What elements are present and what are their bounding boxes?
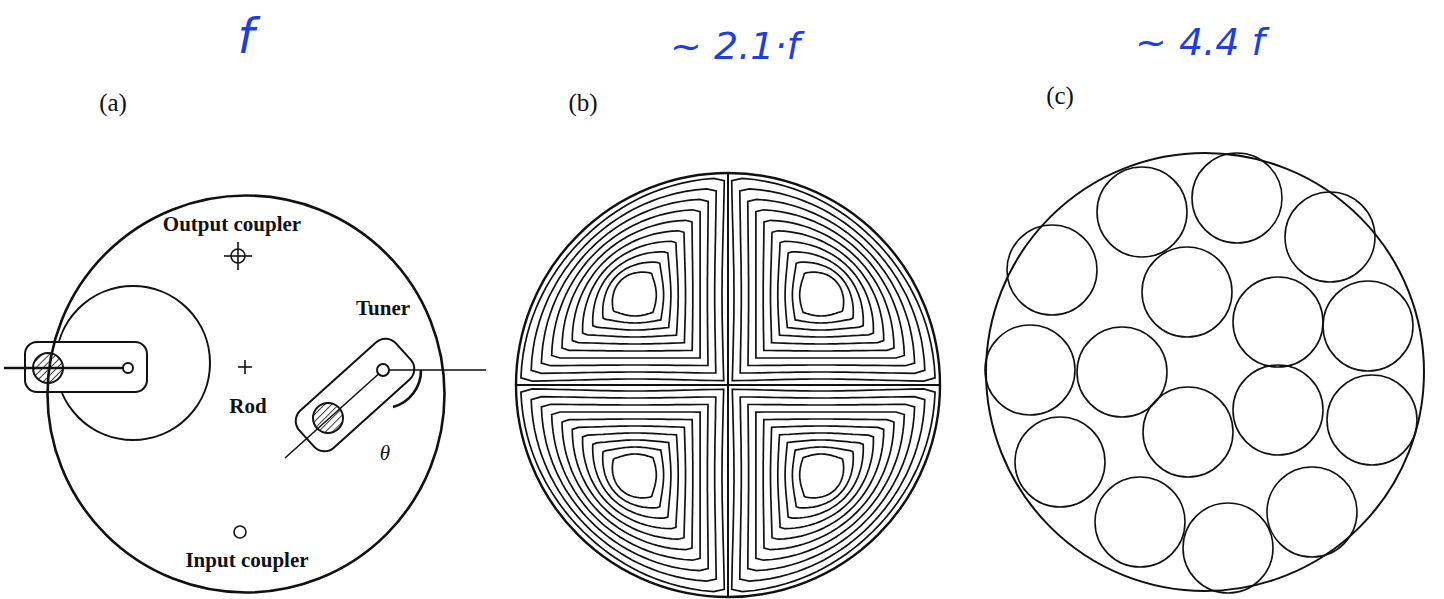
sub-cavity-circle <box>1267 467 1357 557</box>
center-mark <box>238 360 252 374</box>
reference-line <box>383 369 486 371</box>
sub-cavity-circle <box>1233 277 1323 367</box>
panel-label: (c) <box>1046 83 1074 108</box>
part-label: Rod <box>229 396 266 417</box>
field-contour <box>740 189 925 374</box>
field-contour <box>583 433 679 529</box>
frequency-label: ~ 4.4 f <box>1135 23 1265 61</box>
panel-label: (b) <box>568 90 597 115</box>
field-contour <box>531 397 716 582</box>
field-contour <box>541 199 708 365</box>
sub-cavity-circle <box>1143 387 1233 477</box>
field-contour <box>740 397 925 582</box>
cavity-outline <box>46 194 446 594</box>
sub-cavity-circle <box>1183 503 1273 593</box>
sub-cavity-circle <box>985 325 1075 415</box>
field-contour <box>771 231 884 344</box>
frequency-label: f <box>238 12 255 60</box>
field-contour <box>748 199 915 365</box>
sub-cavity-circle <box>1015 417 1105 507</box>
panel-label: (a) <box>99 90 127 115</box>
sub-cavity-circle <box>1095 477 1185 567</box>
sub-cavity-circle <box>1192 153 1282 243</box>
field-contour <box>531 189 716 374</box>
output-coupler-symbol <box>224 242 252 270</box>
bundle-pattern <box>985 153 1424 593</box>
field-contour <box>612 454 656 498</box>
field-contour <box>521 178 724 381</box>
sub-cavity-circle <box>1097 167 1187 257</box>
field-contour <box>785 440 863 518</box>
sub-cavity-circle <box>1233 365 1323 455</box>
field-contour <box>732 389 935 592</box>
field-contour <box>552 210 700 358</box>
sub-cavity-circle <box>1007 225 1097 315</box>
part-label: Tuner <box>356 298 410 319</box>
hatched-tuner <box>313 403 343 433</box>
field-contour <box>583 241 679 337</box>
part-label: Input coupler <box>185 550 308 571</box>
field-contour <box>521 389 724 592</box>
part-label: θ <box>380 443 390 464</box>
field-contour <box>785 252 863 330</box>
field-contour <box>593 440 671 518</box>
tuner-axis <box>285 370 383 458</box>
field-contour <box>800 272 844 316</box>
rod-shaft <box>4 367 128 370</box>
field-contour <box>756 412 904 560</box>
field-contour <box>612 272 656 316</box>
input-coupler-symbol <box>234 526 246 538</box>
field-contour <box>593 252 671 330</box>
rod-pivot <box>123 363 133 373</box>
sub-cavity-circle <box>1142 247 1232 337</box>
field-contour <box>771 426 884 539</box>
sub-cavity-circle <box>1327 375 1417 465</box>
field-contour <box>732 178 935 381</box>
tuner-pivot <box>377 364 389 376</box>
frequency-label: ~ 2.1·f <box>670 27 800 65</box>
part-label: Output coupler <box>163 214 301 235</box>
sub-cavity-circle <box>1323 281 1413 371</box>
sub-cavity-circle <box>1285 192 1375 282</box>
angle-arc <box>393 370 421 407</box>
field-contour <box>778 433 874 529</box>
mode-pattern <box>516 173 940 597</box>
cavity-circle: Output couplerTunerRod θInput coupler <box>46 194 446 594</box>
field-contour <box>800 454 844 498</box>
field-contour <box>572 231 685 344</box>
field-contour <box>541 404 708 570</box>
field-contour <box>748 404 915 570</box>
field-contour <box>552 412 700 560</box>
field-contour <box>778 241 874 337</box>
field-contour <box>756 210 904 358</box>
field-contour <box>572 426 685 539</box>
